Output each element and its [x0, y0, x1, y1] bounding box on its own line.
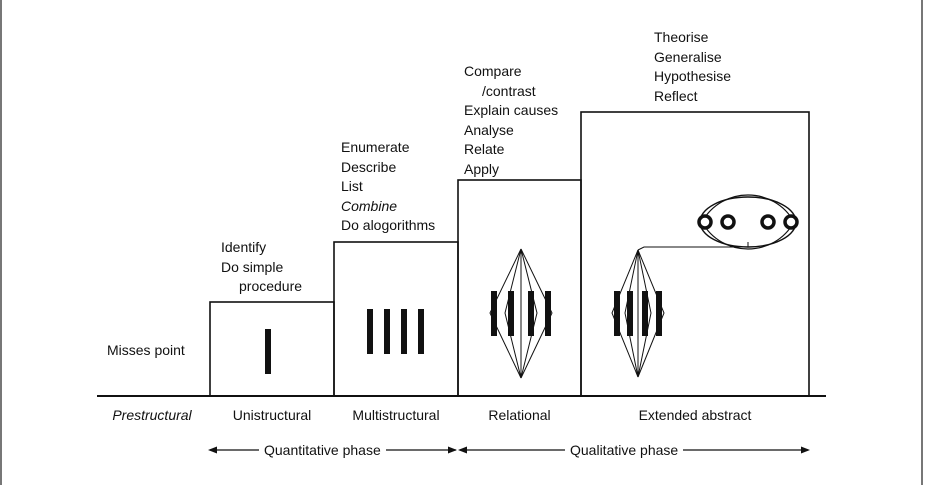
verb-text: Do alogorithms [341, 217, 436, 233]
level-name-prestructural: Prestructural [112, 407, 192, 423]
level-name-multistructural: Multistructural [352, 407, 440, 423]
abstract-node [783, 214, 799, 230]
page-border-left [0, 0, 2, 485]
verb-text: Describe [341, 158, 397, 175]
arrow-head-left [458, 446, 467, 454]
extended-link-line [611, 249, 639, 378]
page-border-right [921, 0, 923, 485]
relational-bar [508, 291, 514, 336]
step-extended-abstract [580, 111, 810, 397]
arrow-head-left [208, 446, 217, 454]
relational-link-line [520, 248, 538, 379]
extended-abstract-structure [611, 194, 799, 378]
verb-text: procedure [239, 278, 303, 294]
level-name-unistructural: Unistructural [232, 407, 312, 423]
extended-link-line [624, 249, 639, 378]
extended-link-line [637, 249, 665, 378]
verb-text: /contrast [482, 82, 536, 99]
phase-label-quantitative: Quantitative phase [259, 440, 386, 460]
abstract-outer-loop [699, 196, 797, 248]
relational-bar [545, 291, 551, 336]
step-relational [457, 179, 582, 397]
phase-label-qualitative: Qualitative phase [565, 440, 684, 460]
verb-text: Enumerate [341, 139, 410, 155]
verb-text: Combine [341, 197, 398, 214]
extended-link-line [637, 249, 652, 378]
multistructural-bar [418, 309, 424, 354]
verb-text: Misses point [107, 342, 185, 358]
level-name-relational: Relational [488, 407, 551, 423]
unistructural-bar [265, 329, 271, 374]
extended-connector-line [637, 242, 749, 251]
multistructural-bars [367, 309, 424, 354]
relational-bar [491, 291, 497, 336]
abstract-node [697, 214, 713, 230]
step-multistructural [333, 241, 459, 397]
verb-text: List [341, 178, 363, 194]
level-name-extended-abstract: Extended abstract [638, 407, 752, 423]
arrow-head-right [448, 446, 457, 454]
abstract-node [720, 214, 736, 230]
multistructural-verbs: Enumerate Describe List Combine Do alogo… [341, 138, 435, 236]
verb-text: Identify [221, 239, 267, 255]
abstract-node [760, 214, 776, 230]
relational-link-line [520, 248, 553, 379]
verb-text: Theorise [654, 29, 709, 45]
extended-bar [656, 291, 662, 336]
relational-link-line [489, 248, 522, 379]
verb-text: Compare [464, 63, 522, 79]
verb-text: Explain causes [464, 102, 559, 118]
relational-bar [528, 291, 534, 336]
relational-verbs: Compare /contrast Explain causes Analyse… [464, 62, 558, 179]
verb-text: Analyse [464, 121, 514, 138]
extended-bar [614, 291, 620, 336]
verb-text: Reflect [654, 87, 698, 104]
relational-structure [489, 248, 553, 379]
step-unistructural [209, 301, 335, 397]
prestructural-verbs: Misses point [107, 341, 185, 361]
relational-link-line [504, 248, 522, 379]
verb-text: Generalise [654, 48, 722, 65]
multistructural-bar [384, 309, 390, 354]
multistructural-bar [401, 309, 407, 354]
extended-bar [627, 291, 633, 336]
verb-text: Relate [464, 141, 505, 157]
verb-text: Do simple [221, 258, 284, 275]
multistructural-bar [367, 309, 373, 354]
unistructural-verbs: Identify Do simple procedure [221, 238, 302, 297]
extended-abstract-verbs: Theorise Generalise Hypothesise Reflect [654, 28, 731, 106]
verb-text: Apply [464, 160, 500, 177]
arrow-head-right [801, 446, 810, 454]
extended-bar [642, 291, 648, 336]
verb-text: Hypothesise [654, 68, 732, 84]
